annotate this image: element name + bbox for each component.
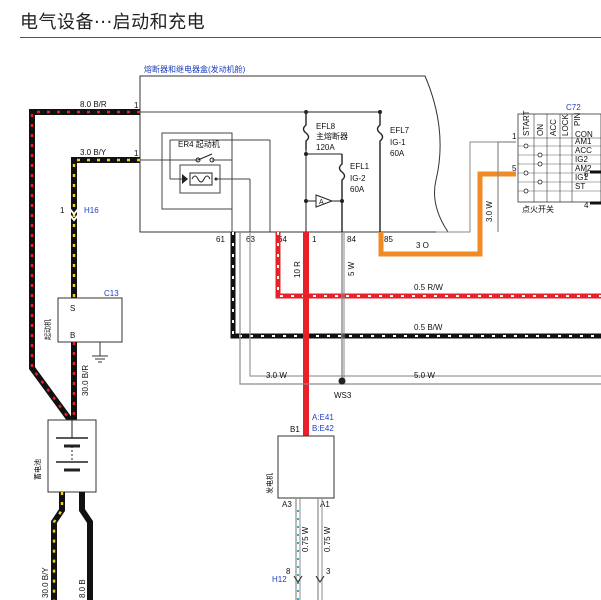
wire-label-3-0-w-left: 3.0 W xyxy=(266,371,287,380)
ignition-switch-grid xyxy=(517,113,601,203)
page-title: 电气设备···启动和充电 xyxy=(20,12,206,33)
wire-8-0-br xyxy=(29,109,140,422)
wire-0-5-rw xyxy=(275,232,601,299)
pin-label-top-1: 1 xyxy=(134,101,139,110)
fuse-efl7-name: EFL7 xyxy=(390,126,410,135)
wire-label-5-0-w: 5.0 W xyxy=(414,371,435,380)
wire-3-o xyxy=(378,171,516,257)
fuse-efl1-rating: 60A xyxy=(350,185,365,194)
wire-label-30-0-by: 30.0 B/Y xyxy=(41,567,50,598)
ign-pin-6: 6 xyxy=(584,170,589,179)
wire-label-0-75-w-a1: 0.75 W xyxy=(323,526,332,552)
fuse-efl7-desc: IG-1 xyxy=(390,138,406,147)
connector-e41: A:E41 xyxy=(312,413,334,422)
pin-label-relay-1: 1 xyxy=(134,149,139,158)
connector-h16-pin: 1 xyxy=(60,206,65,215)
splice-ws3 xyxy=(338,377,346,385)
wire-label-0-75-w-a3: 0.75 W xyxy=(301,526,310,552)
ign-col-acc: ACC xyxy=(549,119,558,136)
alternator-label: 发电机 xyxy=(265,473,274,494)
pin-label-64: 64 xyxy=(278,235,287,244)
starter-pin-b: B xyxy=(70,331,75,340)
ign-row-am1: AM1 xyxy=(575,137,592,146)
fuse-efl1-name: EFL1 xyxy=(350,162,370,171)
ignition-switch-label: 点火开关 xyxy=(522,204,554,214)
wire-label-3-0-w-vertical: 3.0 W xyxy=(485,201,494,222)
connector-e42: B:E42 xyxy=(312,424,334,433)
battery-label: 蓄电池 xyxy=(33,459,42,480)
ign-pin-1: 1 xyxy=(512,132,517,141)
fuse-box-label: 熔断器和继电器盒(发动机舱) xyxy=(144,64,246,74)
fuse-efl8-symbol xyxy=(302,112,310,150)
pin-label-61: 61 xyxy=(216,235,225,244)
ign-row-ig1: IG1 xyxy=(575,173,588,182)
alternator-box xyxy=(277,435,335,499)
relay-label: ER4 起动机 xyxy=(178,139,220,149)
wire-label-3-o: 3 O xyxy=(416,241,429,250)
wire-3-0-by xyxy=(71,157,140,300)
fuse-efl7-symbol xyxy=(376,112,384,232)
connector-h12: H12 xyxy=(272,575,287,584)
connector-h12-pin-3: 3 xyxy=(326,567,331,576)
wire-label-0-5-rw: 0.5 R/W xyxy=(414,283,443,292)
wire-pin-63 xyxy=(249,232,601,377)
fuse-efl8-desc: 主熔断器 xyxy=(316,131,348,141)
pin-label-63: 63 xyxy=(246,235,255,244)
ign-pin-5: 5 xyxy=(512,164,517,173)
ign-pin-4: 4 xyxy=(584,201,589,210)
wire-label-30-0-br: 30.0 B/R xyxy=(81,365,90,396)
fuse-box-outline xyxy=(139,75,449,233)
fuse-efl8-name: EFL8 xyxy=(316,122,336,131)
wire-30-0-by xyxy=(51,492,65,600)
connector-h12-pin-8: 8 xyxy=(286,567,291,576)
ign-col-lock: LOCK xyxy=(561,114,570,136)
connector-c13: C13 xyxy=(104,289,119,298)
alternator-pin-a1: A1 xyxy=(320,500,330,509)
alternator-pin-a3: A3 xyxy=(282,500,292,509)
svg-text:A: A xyxy=(319,199,324,206)
wire-3-0-w-vertical xyxy=(497,141,516,232)
ign-col-pin: PIN xyxy=(573,112,582,126)
title-rule xyxy=(20,37,601,38)
starter-label: 起动机 xyxy=(43,319,52,340)
ign-row-ig2: IG2 xyxy=(575,155,588,164)
wire-label-0-5-bw: 0.5 B/W xyxy=(414,323,443,332)
fuse-efl8-rating: 120A xyxy=(316,143,335,152)
ign-col-start: START xyxy=(522,110,531,136)
alternator-pin-b1: B1 xyxy=(290,425,300,434)
pin-label-84: 84 xyxy=(347,235,356,244)
pin-label-1-bottom: 1 xyxy=(312,235,317,244)
wire-label-10-r: 10 R xyxy=(293,261,302,278)
starter-pin-s: S xyxy=(70,304,75,313)
starter-box xyxy=(57,297,123,343)
wire-label-3-0-by: 3.0 B/Y xyxy=(80,148,107,157)
ign-col-on: ON xyxy=(536,124,545,136)
fuse-efl7-rating: 60A xyxy=(390,149,405,158)
pin-label-85: 85 xyxy=(384,235,393,244)
connector-ws3: WS3 xyxy=(334,391,352,400)
ign-row-st: ST xyxy=(575,182,585,191)
ign-row-am2: AM2 xyxy=(575,164,592,173)
wire-3-0-w-bus xyxy=(239,232,601,385)
connector-c72: C72 xyxy=(566,103,581,112)
wire-label-8-0-br: 8.0 B/R xyxy=(80,100,107,109)
connector-h16: H16 xyxy=(84,206,99,215)
fuse-efl1-desc: IG-2 xyxy=(350,174,366,183)
wire-label-8-0-b: 8.0 B xyxy=(78,579,87,598)
ign-row-con: CON xyxy=(575,130,593,139)
fuse-efl1-symbol xyxy=(338,154,346,232)
ign-row-acc: ACC xyxy=(575,146,592,155)
wire-8-0-b xyxy=(79,492,93,600)
wire-label-5-w: 5 W xyxy=(347,261,356,276)
relay-coil xyxy=(189,172,213,186)
